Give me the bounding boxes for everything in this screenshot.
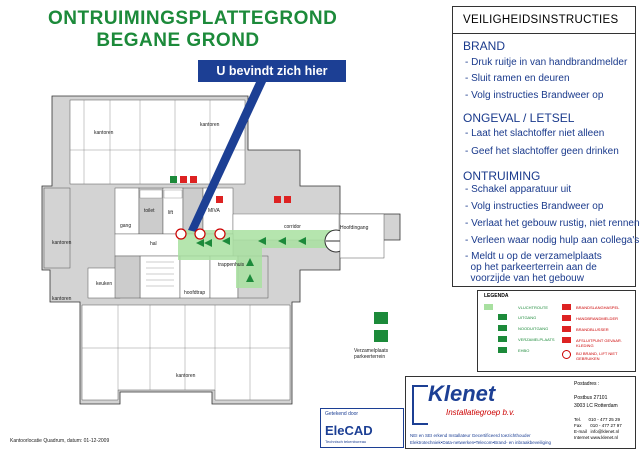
legend-nolift-icon (562, 350, 571, 359)
red-icon-4 (274, 196, 281, 203)
legend-hose-icon (562, 304, 571, 310)
you-are-here-label: U bevindt zich hier (198, 60, 346, 82)
klenet-email: E-mail info@klenet.nl (574, 429, 620, 434)
legend-alarm-icon (562, 315, 571, 321)
red-icon-3 (216, 196, 223, 203)
instruction-item: - Verlaat het gebouw rustig, niet rennen… (465, 218, 640, 229)
legend-panel: LEGENDA VLUCHTROUTE UITGANG NOODUITGANG … (477, 290, 636, 372)
room-lift: lift (168, 210, 173, 216)
legend-title: LEGENDA (484, 293, 509, 299)
instruction-item: op het parkeerterrein aan de (465, 262, 597, 273)
legend-firstaid-icon (498, 347, 507, 353)
klenet-brand: Klenet (428, 381, 496, 406)
instructions-header: VEILIGHEIDSINSTRUCTIES (453, 7, 635, 34)
klenet-sub: Installatiegroep b.v. (446, 408, 515, 417)
legend-route-icon (484, 304, 493, 310)
instruction-item: - Schakel apparatuur uit (465, 184, 572, 195)
room-hal: hal (150, 241, 157, 247)
legend-item: BRANDSLANGHASPEL (576, 305, 620, 310)
legend-emergency-exit-icon (498, 325, 507, 331)
footer-note: Kantoorlocatie Quadrum, datum: 01-12-200… (10, 438, 110, 444)
elecad-box: Getekend door EleCAD Technisch tekenbure… (320, 408, 404, 448)
legend-extinguisher-icon (562, 326, 571, 332)
legend-item: UITGANG (518, 315, 537, 320)
room-trappenhuis: trappenhuis (218, 262, 245, 268)
legend-item: BRANDBLUSSER (576, 327, 609, 332)
room-kantoren-1: kantoren (94, 130, 114, 136)
klenet-box: Klenet Installatiegroep b.v. Postadres :… (405, 376, 636, 449)
section-title-ontruiming: ONTRUIMING (463, 169, 541, 183)
instruction-item: - Verleen waar nodig hulp aan collega's (465, 235, 640, 246)
instruction-item: - Sluit ramen en deuren (465, 73, 570, 84)
room-hoofdtrap: hoofdtrap (184, 290, 206, 296)
klenet-web: Internet www.klenet.nl (574, 435, 619, 440)
instruction-item: - Volg instructies Brandweer op (465, 90, 604, 101)
room-kantoren-2: kantoren (200, 122, 220, 128)
legend-exit-icon (498, 314, 507, 320)
elecad-sub: Technisch tekenbureau (325, 439, 367, 444)
legend-item: BIJ BRAND, LIFT NIET GEBRUIKEN (576, 351, 618, 361)
legend-shutoff-icon (562, 337, 571, 343)
exit-sign-icon (374, 312, 388, 324)
instruction-item: - Laat het slachtoffer niet alleen (465, 128, 605, 139)
red-icon-5 (284, 196, 291, 203)
floor-plan (41, 82, 401, 405)
room-corridor: corridor (284, 224, 301, 230)
klenet-postbus: Postbus 27101 (574, 395, 608, 401)
title-line2: BEGANE GROND (96, 30, 260, 51)
klenet-tel: Tel. 010 - 477 25 29 (574, 417, 621, 422)
instruction-item: - Geef het slachtoffer geen drinken (465, 146, 619, 157)
bottom-office (81, 304, 291, 401)
room-kantoren-5: kantoren (176, 373, 196, 379)
klenet-postadres-label: Postadres : (574, 381, 600, 387)
route-arrows (196, 237, 306, 282)
instruction-item: - Druk ruitje in van handbrandmelder (465, 57, 628, 68)
room-kantoren-3: kantoren (52, 240, 72, 246)
verzamelplaats-label: Verzamelplaats parkeerterrein (354, 348, 389, 360)
legend-item: NOODUITGANG (518, 326, 549, 331)
room-kantoren-4: kantoren (52, 296, 72, 302)
elecad-label: Getekend door (325, 411, 359, 417)
legend-item: HANDBRANDMELDER (576, 316, 619, 321)
klenet-fax: Fax 010 - 477 27 97 (574, 423, 622, 428)
you-are-here-pointer (188, 82, 266, 232)
klenet-logo-icon (412, 385, 428, 425)
assembly-point-icon (374, 330, 388, 342)
red-icon-2 (190, 176, 197, 183)
klenet-tagline1: NEI en SEI erkend Installateur Gecertifi… (410, 433, 531, 438)
legend-item: EHBO (518, 348, 530, 353)
legend-item: AFSLUITPUNT GEVAAR. KLEDING (576, 338, 622, 348)
section-title-brand: BRAND (463, 39, 506, 53)
red-icon-1 (180, 176, 187, 183)
instruction-item: voorzijde van het gebouw (465, 273, 584, 284)
legend-item: VLUCHTROUTE (518, 305, 549, 310)
legend-assembly-icon (498, 336, 507, 342)
room-keuken: keuken (96, 281, 113, 287)
instruction-item: - Meldt u op de verzamelplaats (465, 251, 602, 262)
elecad-brand: EleCAD (325, 423, 373, 438)
room-gang: gang (120, 223, 132, 229)
legend-item: VERZAMELPLAATS (518, 337, 555, 342)
green-exit-icon (170, 176, 177, 183)
room-miva: MIVA (208, 208, 220, 214)
safety-instructions-panel: VEILIGHEIDSINSTRUCTIES BRAND - Druk ruit… (452, 6, 640, 287)
instruction-item: - Volg instructies Brandweer op (465, 201, 604, 212)
room-toilet: toilet (144, 208, 155, 214)
klenet-postcode: 3003 LC Rotterdam (574, 403, 618, 409)
fire-extinguisher-symbol (175, 228, 187, 240)
fire-alarm-symbol (194, 228, 206, 240)
title-line1: ONTRUIMINGSPLATTEGROND (48, 8, 338, 29)
extinguisher-symbol-2 (214, 228, 226, 240)
section-title-ongeval: ONGEVAL / LETSEL (463, 111, 575, 125)
klenet-tagline2: Elektrotechniek•Data-netwerken•Telecom•B… (410, 440, 552, 445)
room-hoofdingang: Hoofdingang (340, 225, 369, 231)
escape-route (178, 230, 340, 288)
